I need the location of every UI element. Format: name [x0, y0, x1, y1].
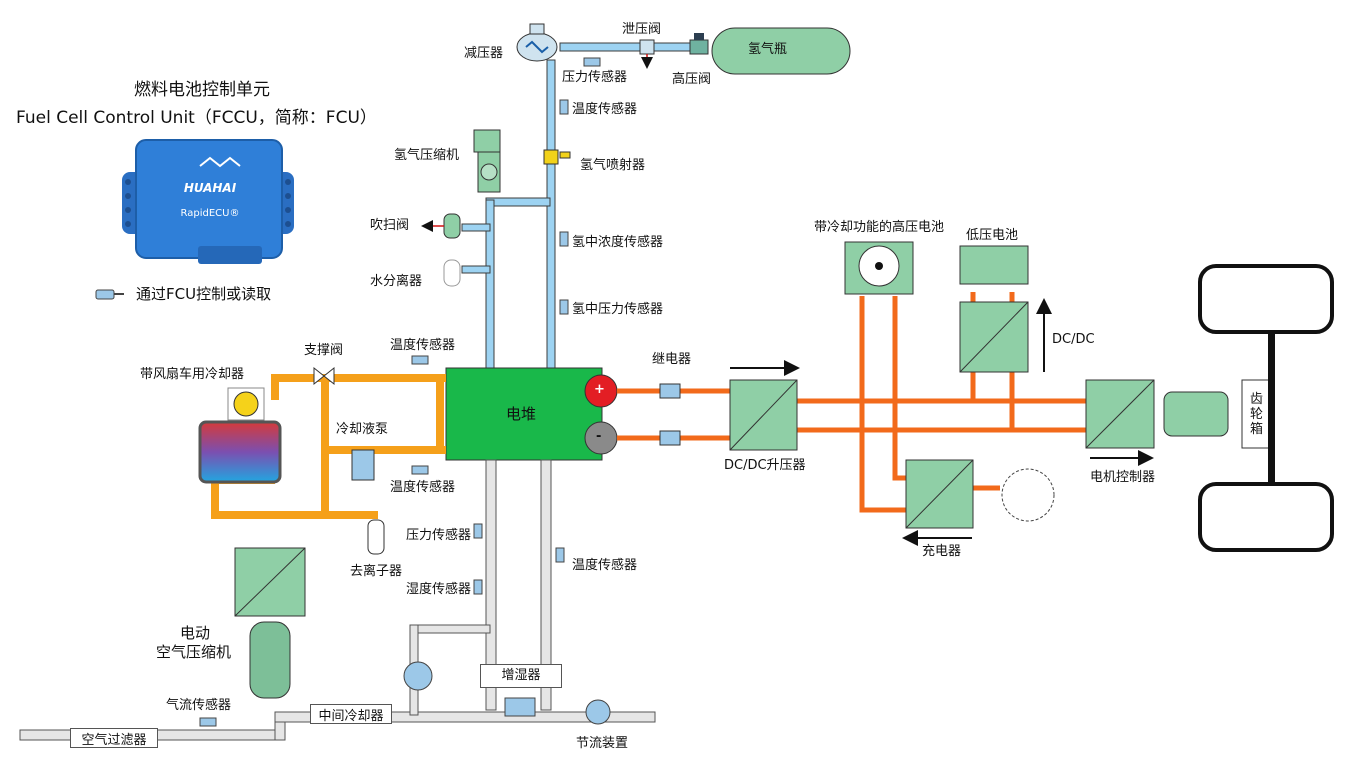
label-charger: 充电器 [922, 544, 962, 559]
label-air-filter: 空气过滤器 [70, 728, 158, 748]
label-dcdc: DC/DC [1052, 332, 1095, 347]
sensor-concentration-icon [559, 231, 569, 247]
label-humidifier: 增湿器 [480, 664, 562, 688]
label-injector: 氢气喷射器 [580, 158, 646, 173]
coolant-loop [211, 374, 446, 519]
bypass-valve-icon [313, 366, 335, 386]
high-pressure-valve-icon [689, 33, 709, 55]
sensor-coolant-top-icon [411, 355, 429, 365]
label-h2-compressor: 氢气压缩机 [394, 148, 460, 163]
label-hydrogen-tank: 氢气瓶 [748, 42, 788, 57]
label-h2-line-pressure-sensor: 氢中压力传感器 [572, 302, 664, 317]
axle [1268, 334, 1275, 484]
label-intercooler: 中间冷却器 [310, 704, 392, 724]
label-gearbox: 齿轮箱 [1250, 392, 1264, 437]
label-air-temp-sensor: 温度传感器 [572, 558, 638, 573]
charger [905, 459, 974, 529]
sensor-temperature-h2-icon [559, 99, 569, 115]
label-stack: 电堆 [506, 405, 537, 423]
label-high-pressure-valve: 高压阀 [672, 72, 712, 87]
sensor-coolant-bottom-icon [411, 465, 429, 475]
label-coolant-temp-bottom: 温度传感器 [390, 480, 456, 495]
hydrogen-injector-icon [543, 149, 571, 165]
label-throttle: 节流装置 [576, 736, 629, 751]
air-pipes [19, 459, 656, 741]
ecu-logo-icon [199, 156, 241, 168]
label-bypass-valve: 支撑阀 [304, 343, 344, 358]
radiator [198, 387, 282, 484]
air-sensor-temp-icon [555, 547, 565, 563]
label-relay: 继电器 [652, 352, 692, 367]
hydrogen-pipes [461, 42, 691, 371]
ecu-brand: HUAHAI [184, 181, 237, 195]
label-air-humidity-sensor: 湿度传感器 [406, 582, 472, 597]
dcdc-converter [959, 301, 1029, 373]
relief-valve-icon [639, 39, 655, 69]
hydrogen-compressor-icon [473, 129, 501, 193]
air-sensor-humidity-icon [473, 579, 483, 595]
label-air-flow-sensor: 气流传感器 [166, 698, 232, 713]
label-h2-pressure-sensor: 压力传感器 [562, 70, 628, 85]
air-sensor-pressure-icon [473, 523, 483, 539]
motor [1163, 391, 1229, 437]
ecu-module: HUAHAI RapidECU® [122, 139, 294, 264]
relay-positive-icon [659, 383, 681, 399]
label-pressure-reducer: 减压器 [464, 46, 504, 61]
sensor-icon [95, 289, 124, 300]
hv-battery [844, 241, 914, 295]
label-air-pressure-sensor: 压力传感器 [406, 528, 472, 543]
label-boost-converter: DC/DC升压器 [724, 458, 806, 473]
label-motor-controller: 电机控制器 [1090, 470, 1156, 485]
humidifier-fan-icon [504, 697, 536, 717]
air-compressor [234, 547, 306, 699]
throttle-icon [585, 699, 611, 725]
label-h2-temperature-sensor: 温度传感器 [572, 102, 638, 117]
charging-plug-icon [1001, 468, 1055, 522]
hydrogen-tank [711, 27, 851, 75]
fuel-cell-stack [445, 367, 618, 461]
deionizer-icon [367, 519, 385, 555]
gearbox [1241, 379, 1271, 449]
pressure-reducer-icon [516, 23, 558, 62]
label-relief-valve: 泄压阀 [622, 22, 662, 37]
boost-converter [729, 379, 798, 451]
label-hv-battery: 带冷却功能的高压电池 [814, 220, 945, 235]
label-water-separator: 水分离器 [370, 274, 423, 289]
label-deionizer: 去离子器 [350, 564, 403, 579]
hv-battery-fan-icon [875, 262, 883, 270]
label-air-motor-1: 电动 [180, 624, 211, 642]
lv-battery [959, 245, 1029, 285]
purge-valve-icon [421, 213, 461, 239]
water-separator-icon [443, 259, 461, 287]
title-en: Fuel Cell Control Unit（FCCU，简称：FCU） [16, 108, 377, 128]
label-coolant-temp-top: 温度传感器 [390, 338, 456, 353]
sensor-h2-pressure-icon [559, 299, 569, 315]
fan-icon [233, 391, 259, 417]
label-lv-battery: 低压电池 [966, 228, 1019, 243]
wheel-bottom-icon [1198, 482, 1334, 552]
positive-terminal-icon: + [594, 382, 605, 397]
air-flow-sensor-icon [199, 717, 217, 727]
coolant-pump-icon [351, 449, 375, 481]
wheel-top-icon [1198, 264, 1334, 334]
label-purge-valve: 吹扫阀 [370, 218, 410, 233]
ecu-model: RapidECU® [181, 208, 240, 219]
title-cn: 燃料电池控制单元 [134, 80, 270, 100]
sensor-pressure-h2-icon [583, 57, 601, 67]
label-coolant-pump: 冷却液泵 [336, 422, 389, 437]
relay-negative-icon [659, 430, 681, 446]
label-concentration-sensor: 氢中浓度传感器 [572, 235, 664, 250]
intercooler-fan-icon [403, 661, 433, 691]
negative-terminal-icon: - [596, 429, 602, 444]
label-air-motor-2: 空气压缩机 [156, 643, 232, 661]
legend-text: 通过FCU控制或读取 [136, 285, 272, 303]
label-radiator: 带风扇车用冷却器 [140, 367, 245, 382]
motor-controller [1085, 379, 1155, 449]
